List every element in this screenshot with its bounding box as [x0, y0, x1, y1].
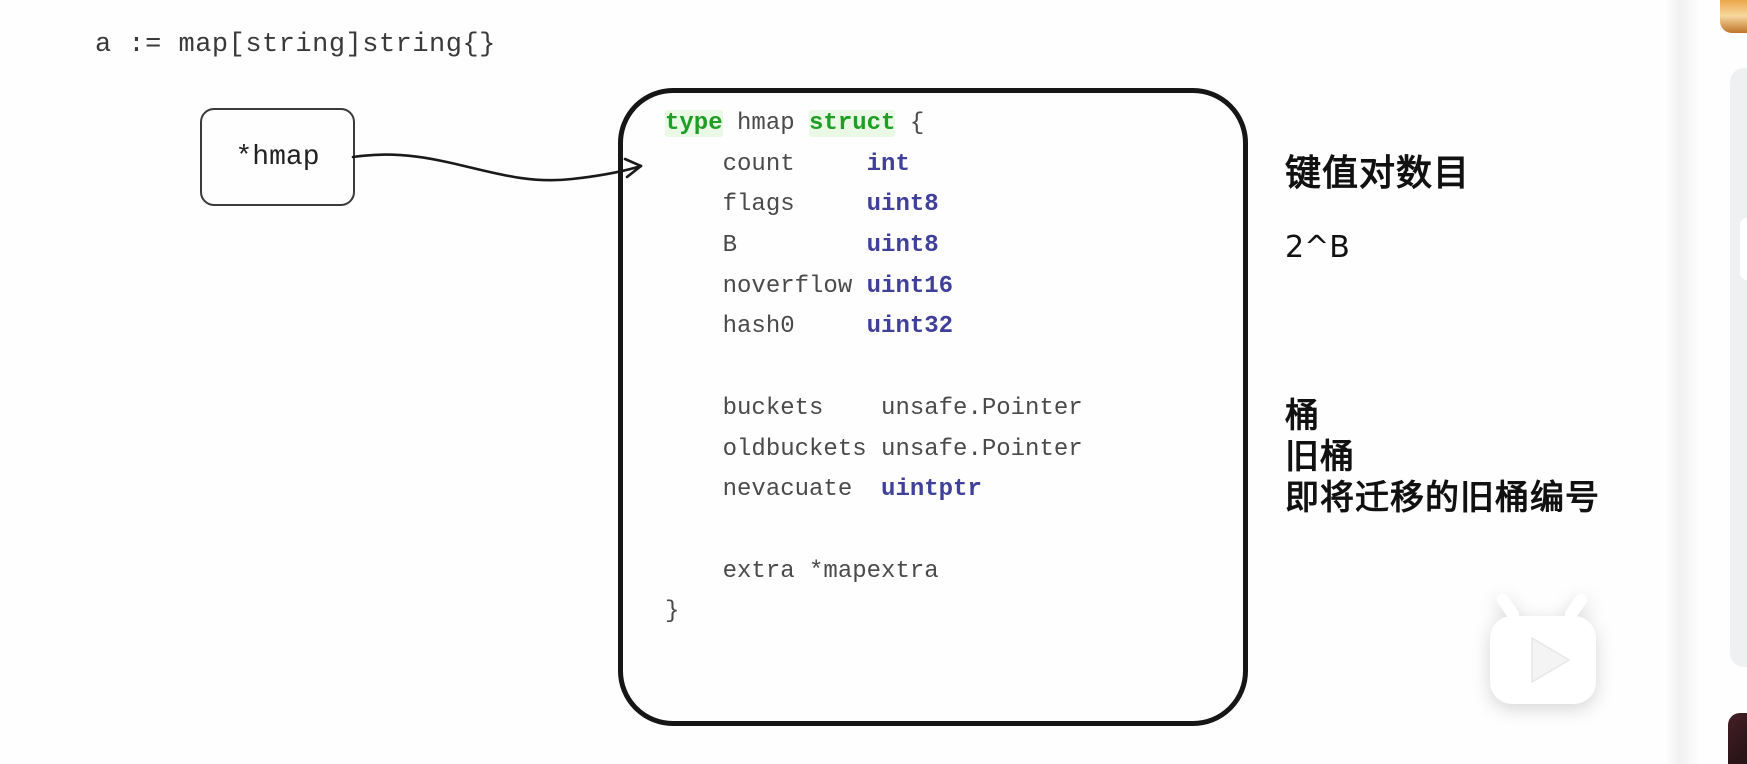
code-line: type hmap struct { [665, 110, 925, 137]
orange-badge[interactable] [1720, 0, 1747, 33]
hmap-pointer-box: *hmap [200, 108, 355, 206]
bilibili-watermark-icon [1490, 593, 1596, 704]
code-line: extra *mapextra [665, 557, 939, 585]
code-line: flags uint8 [665, 191, 939, 219]
code-line: hash0 uint32 [665, 313, 954, 341]
annotation-buckets-meaning: 桶 [1285, 396, 1320, 436]
code-line [665, 511, 1083, 552]
code-line: } [665, 598, 680, 626]
annotation-b-meaning: 2^B [1285, 230, 1350, 265]
code-line: nevacuate uintptr [665, 476, 982, 504]
video-thumbnail[interactable] [1728, 713, 1747, 764]
code-line: count int [665, 150, 910, 178]
struct-code: type hmap struct { count int flags uint8… [665, 104, 1083, 633]
hmap-pointer-label: *hmap [235, 141, 320, 173]
annotation-nevacuate-meaning: 即将迁移的旧桶编号 [1285, 478, 1600, 518]
code-line [665, 348, 1083, 389]
code-line: oldbuckets unsafe.Pointer [665, 435, 1083, 463]
annotation-oldbuckets-meaning: 旧桶 [1285, 437, 1355, 477]
code-line: B uint8 [665, 232, 939, 260]
code-line: buckets unsafe.Pointer [665, 394, 1083, 422]
code-line: noverflow uint16 [665, 272, 954, 300]
side-panel-divider [1664, 0, 1700, 764]
side-panel [1730, 68, 1747, 667]
annotation-count-meaning: 键值对数目 [1285, 152, 1471, 194]
side-panel-card [1740, 218, 1747, 280]
hmap-struct-box [618, 88, 1248, 726]
map-declaration-code: a := map[string]string{} [95, 30, 496, 60]
